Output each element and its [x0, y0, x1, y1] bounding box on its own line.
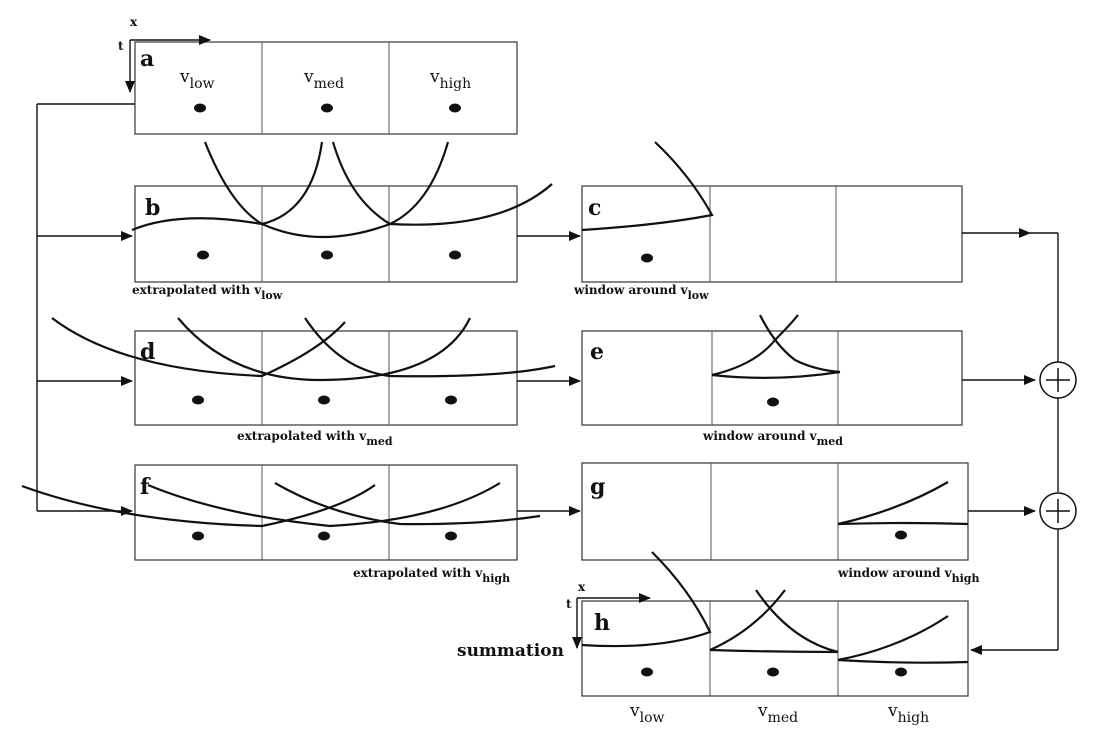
point-scatterer	[321, 103, 333, 113]
axis-x-label-h: x	[578, 580, 586, 594]
wavefront-curve	[51, 317, 346, 378]
panel-f-label: f	[140, 474, 151, 500]
wavefront-curve	[709, 648, 839, 654]
axes-h: x t	[566, 580, 651, 649]
wavefront-curve	[581, 551, 712, 648]
wavefront-curve	[755, 589, 839, 654]
panel-a-label: a	[140, 46, 154, 72]
caption-g: window around vhigh	[837, 566, 979, 585]
label-v-low-h: vlow	[629, 701, 665, 726]
point-scatterer	[197, 250, 209, 260]
panel-d: d extrapolated with vmed	[51, 317, 556, 448]
caption-e: window around vmed	[702, 429, 843, 448]
axes-a: x t	[118, 15, 211, 93]
panel-a: a x t vlow vmed vhigh	[118, 15, 518, 135]
panel-f: f extrapolated with vhigh	[21, 464, 541, 585]
panel-c: c window around vlow	[573, 141, 963, 302]
point-scatterer	[449, 250, 461, 260]
label-v-high-a: vhigh	[429, 67, 471, 92]
wavefront-curve	[331, 141, 553, 226]
wavefront-curve	[711, 314, 799, 377]
wavefront-curve	[837, 615, 949, 662]
point-scatterer	[767, 397, 779, 407]
wavefront-curve	[837, 521, 969, 526]
panel-b: b extrapolated with vlow	[131, 141, 553, 302]
point-scatterer	[318, 395, 330, 405]
caption-c: window around vlow	[573, 283, 709, 302]
axis-x-label: x	[130, 15, 138, 29]
point-scatterer	[449, 103, 461, 113]
point-scatterer	[895, 667, 907, 677]
wavefront-curve	[21, 484, 376, 528]
point-scatterer	[767, 667, 779, 677]
panel-b-label: b	[145, 195, 160, 221]
point-scatterer	[641, 253, 653, 263]
panel-e-label: e	[590, 339, 604, 365]
label-v-high-h: vhigh	[887, 701, 929, 726]
label-v-med-h: vmed	[757, 701, 798, 726]
wavefront-curve	[759, 314, 841, 374]
wavefront-curve	[837, 658, 969, 664]
label-v-low-a: vlow	[179, 67, 215, 92]
panel-h-label: h	[594, 610, 610, 636]
caption-b: extrapolated with vlow	[132, 283, 283, 302]
wavefront-curve	[709, 589, 786, 652]
wavefront-curve	[147, 482, 501, 528]
point-scatterer	[194, 103, 206, 113]
sum-operator-1	[1039, 361, 1077, 399]
panel-d-label: d	[140, 339, 155, 365]
wavefront-curve	[837, 481, 949, 526]
wavefront-curve	[304, 317, 556, 378]
wavefront-curve	[274, 482, 541, 526]
point-scatterer	[318, 531, 330, 541]
caption-d: extrapolated with vmed	[237, 429, 393, 448]
wavefront-curve	[203, 141, 450, 239]
summation-network	[962, 228, 1077, 655]
wavefront-curve	[581, 141, 714, 232]
point-scatterer	[641, 667, 653, 677]
label-v-med-a: vmed	[303, 67, 344, 92]
panel-g-label: g	[590, 474, 605, 500]
wavefront-curve	[177, 317, 471, 382]
wavefront-curve	[711, 370, 841, 379]
panel-c-label: c	[588, 195, 601, 221]
window-arrows	[517, 231, 581, 516]
point-scatterer	[895, 530, 907, 540]
point-scatterer	[321, 250, 333, 260]
input-feed-lines	[36, 103, 135, 516]
panel-e: e window around vmed	[581, 314, 963, 448]
panel-g: g window around vhigh	[581, 462, 979, 585]
point-scatterer	[445, 531, 457, 541]
point-scatterer	[192, 531, 204, 541]
point-scatterer	[445, 395, 457, 405]
sum-operator-2	[1039, 492, 1077, 530]
caption-f: extrapolated with vhigh	[353, 566, 510, 585]
panel-h: h x t summation vlow vmed vhigh	[457, 551, 969, 726]
axis-t-label-h: t	[566, 597, 572, 611]
axis-t-label: t	[118, 39, 124, 53]
summation-label: summation	[457, 641, 564, 661]
point-scatterer	[192, 395, 204, 405]
